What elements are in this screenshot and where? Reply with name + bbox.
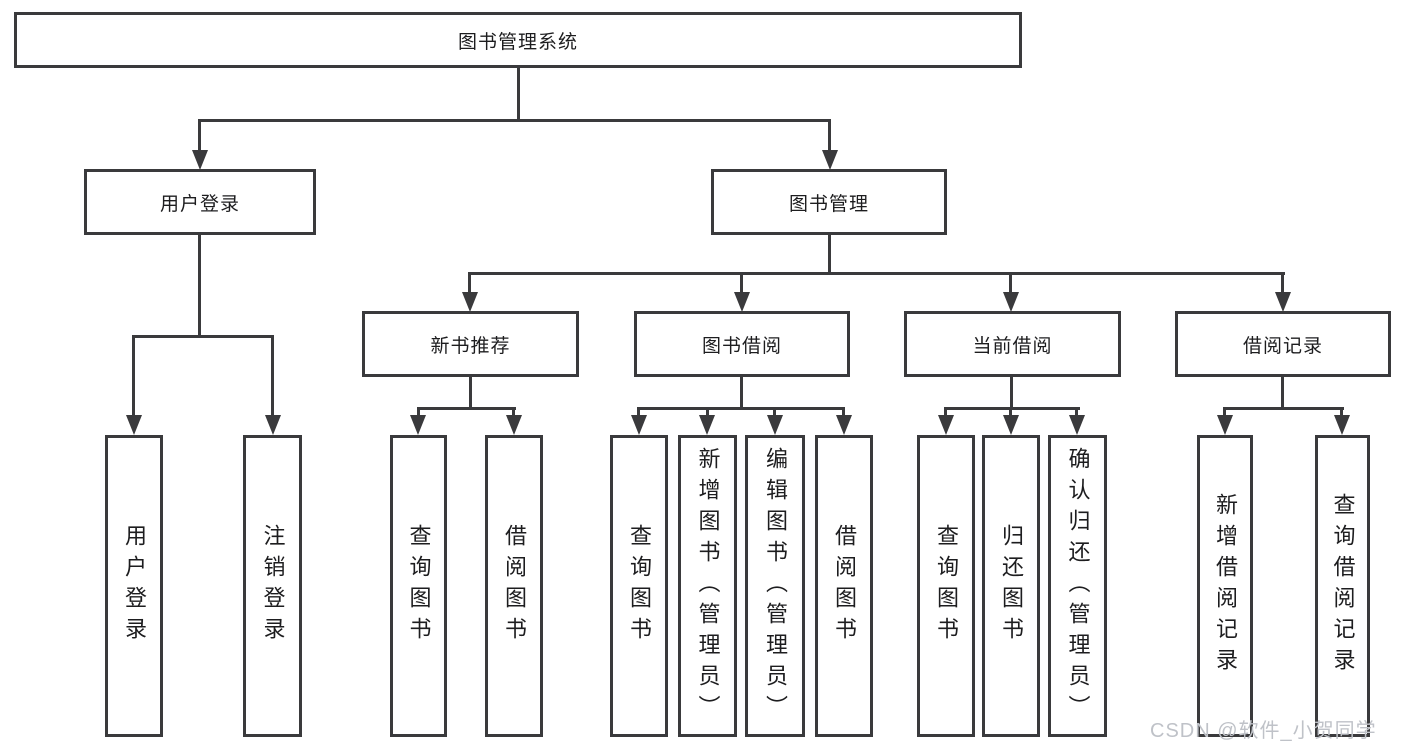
leaf-query-books-borrow: 查询图书 [610, 435, 668, 737]
arrowhead-leaf-login [126, 415, 142, 435]
connector-g4-c2-shaft [1340, 410, 1343, 417]
leaf-confirm-return-admin: 确认归还（管理员） [1048, 435, 1107, 737]
node-new-book-recommendation: 新书推荐 [362, 311, 579, 377]
node-label: 图书管理 [788, 193, 869, 215]
connector-leaf-login-shaft [132, 338, 135, 416]
leaf-query-borrow-record: 查询借阅记录 [1315, 435, 1370, 737]
arrowhead-g3-c2 [1003, 415, 1019, 435]
connector-records-shaft [1281, 275, 1284, 293]
arrowhead-g2-c2 [699, 415, 715, 435]
node-label: 查询图书 [934, 524, 959, 648]
node-label: 新增借阅记录 [1213, 493, 1238, 679]
arrowhead-g1-c2 [506, 415, 522, 435]
arrowhead-g3-c1 [938, 415, 954, 435]
node-book-borrowing: 图书借阅 [634, 311, 850, 377]
node-label: 图书借阅 [701, 335, 782, 357]
arrowhead-g2-c4 [836, 415, 852, 435]
node-label: 查询借阅记录 [1330, 493, 1356, 679]
connector-g3-c1-shaft [944, 410, 947, 417]
leaf-add-books-admin: 新增图书（管理员） [678, 435, 737, 737]
connector-borrow-shaft [740, 275, 743, 293]
connector-user-branch [132, 335, 274, 338]
connector-recommend-shaft [468, 275, 471, 293]
connector-user-login-shaft [198, 122, 201, 151]
node-label: 借阅图书 [502, 524, 527, 648]
node-user-login: 用户登录 [84, 169, 316, 235]
connector-book-mgmt-shaft [828, 122, 831, 151]
node-label: 确认归还（管理员） [1065, 446, 1091, 726]
arrowhead-current [1003, 292, 1019, 312]
arrowhead-leaf-logout [265, 415, 281, 435]
leaf-logout: 注销登录 [243, 435, 302, 737]
arrowhead-user-login [192, 150, 208, 170]
arrowhead-g2-c3 [767, 415, 783, 435]
csdn-watermark: CSDN @软件_小贺同学 [1150, 720, 1377, 742]
leaf-query-books-recommend: 查询图书 [390, 435, 447, 737]
connector-g1-branch [417, 407, 516, 410]
leaf-borrow-books: 借阅图书 [815, 435, 873, 737]
node-label: 用户登录 [122, 524, 147, 648]
node-book-management: 图书管理 [711, 169, 947, 235]
connector-current-shaft [1009, 275, 1012, 293]
connector-user-stem [198, 235, 201, 336]
node-label: 新增图书（管理员） [695, 446, 721, 726]
node-label: 当前借阅 [972, 335, 1053, 357]
arrowhead-recommend [462, 292, 478, 312]
connector-g4-branch [1223, 407, 1344, 410]
connector-g3-c2-shaft [1009, 410, 1012, 417]
connector-g4-c1-shaft [1223, 410, 1226, 417]
connector-g2-stem [740, 377, 743, 408]
node-label: 注销登录 [260, 524, 286, 648]
node-label: 查询图书 [627, 524, 652, 648]
leaf-add-borrow-record: 新增借阅记录 [1197, 435, 1253, 737]
node-label: 图书管理系统 [457, 31, 578, 53]
node-library-system: 图书管理系统 [14, 12, 1022, 68]
connector-g1-c2-shaft [512, 410, 515, 417]
connector-g2-c4-shaft [842, 410, 845, 417]
arrowhead-g2-c1 [631, 415, 647, 435]
connector-g2-branch [637, 407, 845, 410]
leaf-query-books-current: 查询图书 [917, 435, 975, 737]
leaf-edit-books-admin: 编辑图书（管理员） [745, 435, 805, 737]
connector-g1-c1-shaft [417, 410, 420, 417]
arrowhead-book-mgmt [822, 150, 838, 170]
arrowhead-g1-c1 [410, 415, 426, 435]
connector-mgmt-stem [828, 235, 831, 273]
connector-root-branch [198, 119, 831, 122]
connector-g3-branch [944, 407, 1080, 410]
arrowhead-g4-c2 [1334, 415, 1350, 435]
connector-g4-stem [1281, 377, 1284, 408]
arrowhead-records [1275, 292, 1291, 312]
node-label: 编辑图书（管理员） [763, 446, 788, 726]
connector-g3-c3-shaft [1075, 410, 1078, 417]
leaf-borrow-books-recommend: 借阅图书 [485, 435, 543, 737]
arrowhead-g3-c3 [1069, 415, 1085, 435]
node-label: 用户登录 [159, 193, 240, 215]
connector-root-stem [517, 68, 520, 120]
connector-g2-c1-shaft [637, 410, 640, 417]
connector-mgmt-branch [468, 272, 1285, 275]
node-current-borrowing: 当前借阅 [904, 311, 1121, 377]
leaf-user-login: 用户登录 [105, 435, 163, 737]
connector-g3-stem [1010, 377, 1013, 408]
leaf-return-books: 归还图书 [982, 435, 1040, 737]
connector-g2-c3-shaft [773, 410, 776, 417]
connector-g1-stem [469, 377, 472, 408]
connector-g2-c2-shaft [706, 410, 709, 417]
node-label: 归还图书 [999, 524, 1024, 648]
node-label: 查询图书 [406, 524, 432, 648]
node-label: 借阅图书 [832, 524, 857, 648]
arrowhead-borrow [734, 292, 750, 312]
connector-leaf-logout-shaft [271, 338, 274, 416]
arrowhead-g4-c1 [1217, 415, 1233, 435]
node-label: 借阅记录 [1242, 335, 1323, 357]
node-label: 新书推荐 [430, 335, 511, 357]
node-borrowing-records: 借阅记录 [1175, 311, 1391, 377]
